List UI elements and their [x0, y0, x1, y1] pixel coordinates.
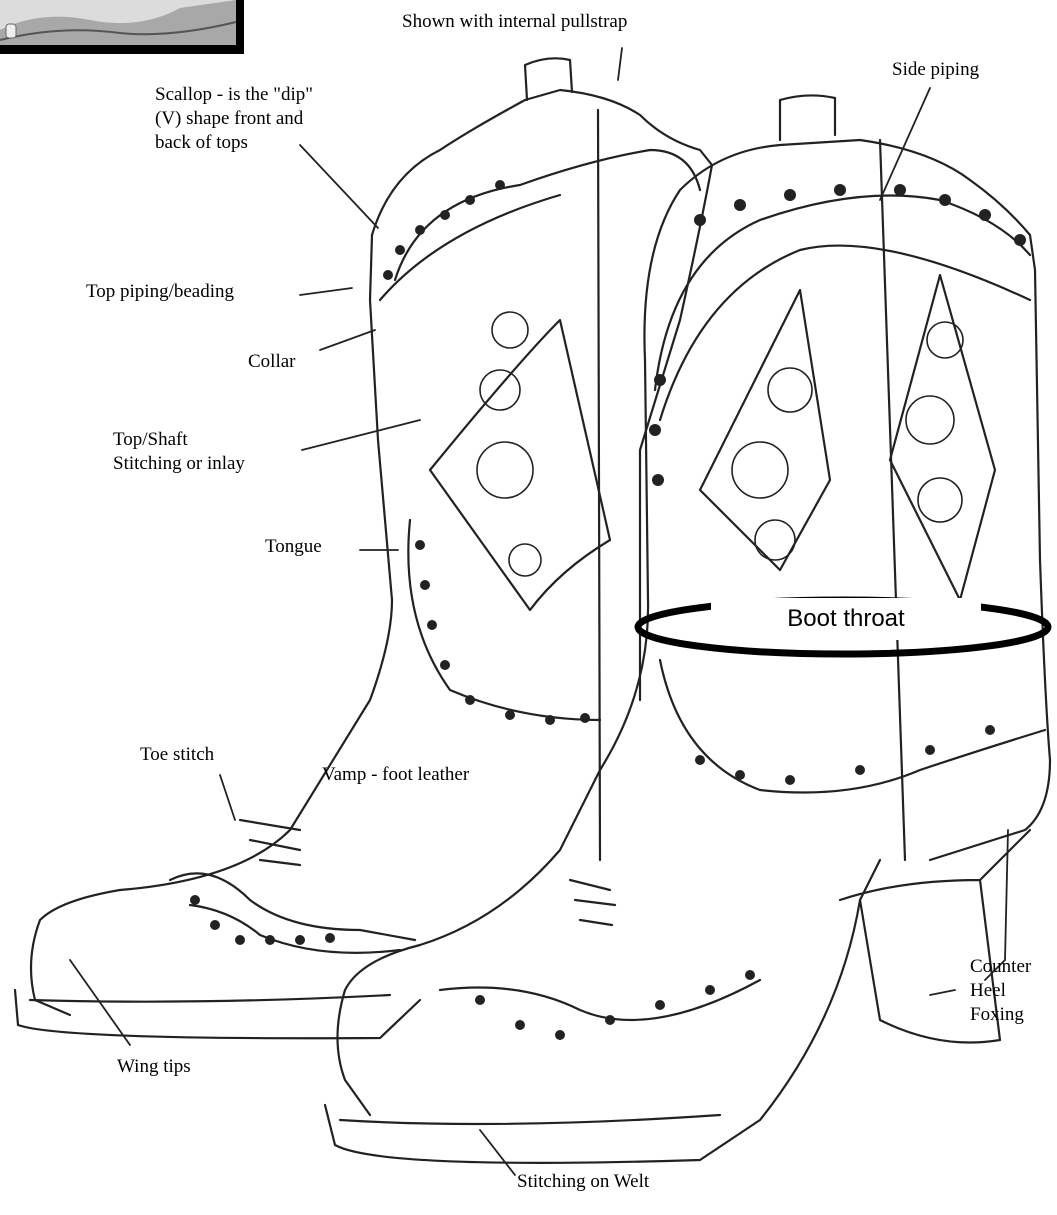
vamp-label: Vamp - foot leather	[322, 763, 469, 787]
toe-stitch-label: Toe stitch	[140, 743, 214, 767]
collar-label: Collar	[248, 350, 296, 374]
top-shaft-label: Top/Shaft Stitching or inlay	[113, 428, 245, 476]
side-piping-label: Side piping	[892, 58, 979, 82]
pullstrap-label: Shown with internal pullstrap	[402, 10, 627, 34]
welt-stitching-label: Stitching on Welt	[517, 1170, 649, 1194]
top-piping-label: Top piping/beading	[86, 280, 234, 304]
tongue-label: Tongue	[265, 535, 322, 559]
scallop-label: Scallop - is the "dip" (V) shape front a…	[155, 83, 313, 155]
counter-heel-foxing-label: Counter Heel Foxing	[970, 955, 1031, 1027]
boot-throat-label: Boot throat	[711, 598, 981, 640]
wing-tips-label: Wing tips	[117, 1055, 191, 1079]
corner-inset-thumbnail	[0, 0, 244, 54]
left-boot	[15, 58, 712, 1038]
